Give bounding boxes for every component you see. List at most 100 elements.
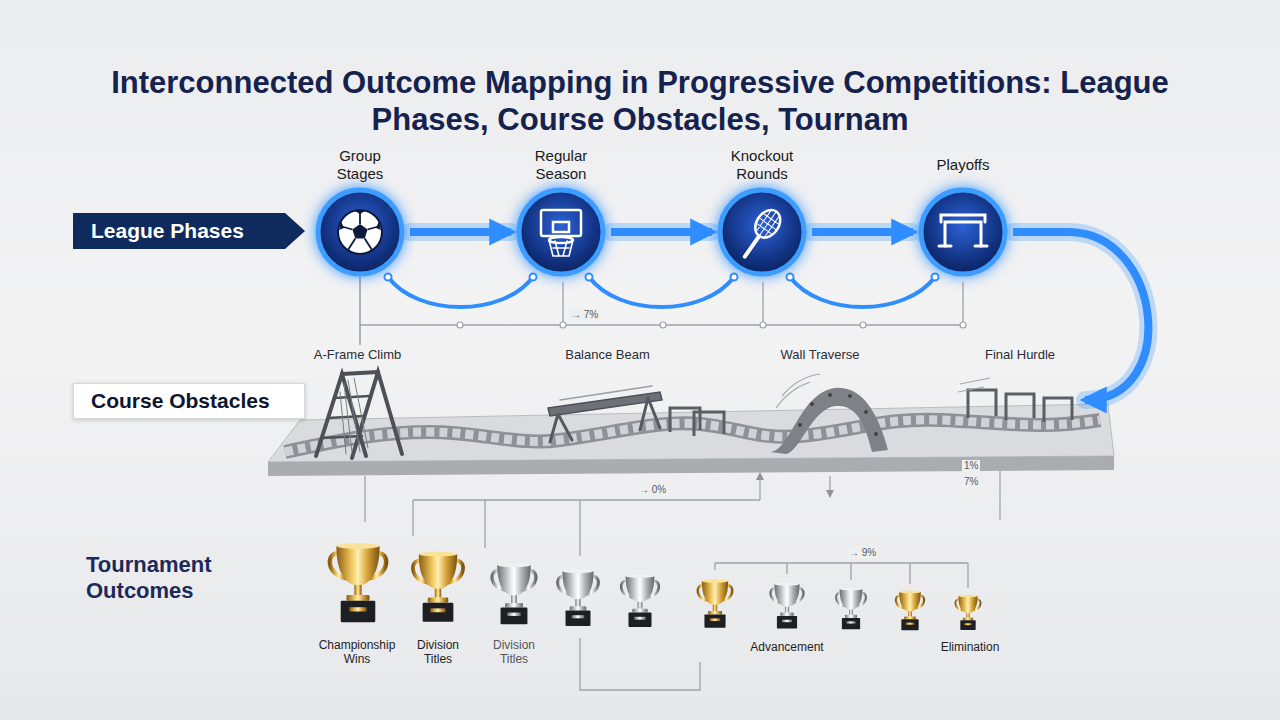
beam-leg (640, 398, 660, 430)
silver-trophy (771, 582, 804, 628)
trophy-label: Elimination (920, 640, 1020, 654)
phase-circle (516, 187, 606, 277)
phase-label: Regular Season (520, 147, 602, 183)
beam-leg (550, 414, 572, 442)
phase-tag: League Phases (73, 213, 305, 249)
leader-lines (360, 282, 1000, 690)
silver-trophy (558, 569, 599, 626)
flow-arrow (1013, 232, 1148, 400)
phase-circle (717, 187, 807, 277)
text-holder: League Phases (73, 213, 272, 249)
racket-icon (736, 205, 786, 263)
gate-feet (939, 245, 987, 248)
hurdle-illustration (670, 408, 724, 436)
phase-circle-shape (318, 190, 402, 274)
percent-note: → 0% (637, 484, 668, 496)
phase-circle (315, 187, 405, 277)
percent-note: 7% (962, 476, 980, 488)
tag-shape-fill (73, 213, 305, 249)
loop-connector (589, 277, 734, 307)
loop-connector (790, 277, 935, 307)
platform-edge (268, 456, 1114, 476)
hurdle (1006, 394, 1034, 420)
wall-hold (874, 432, 878, 436)
gold-trophy (896, 591, 924, 631)
section-box: Course Obstacles (73, 383, 305, 419)
basketball-icon (541, 210, 581, 256)
leader-dot (457, 322, 463, 328)
gold-trophy (698, 579, 732, 627)
hurdle (694, 412, 724, 436)
wall-hold (864, 410, 868, 414)
phase-node: Knockout Rounds (712, 142, 812, 277)
ball-patch (339, 211, 381, 230)
leader-line (962, 282, 963, 325)
ball-patch (352, 224, 367, 239)
leader-line (786, 563, 787, 574)
obstacle-node: Final Hurdle (955, 345, 1085, 420)
label-area: Group Stages (310, 142, 410, 187)
percent-note: → 9% (847, 547, 878, 559)
leader-line (850, 563, 851, 580)
leader-dot (560, 322, 566, 328)
leader-line (759, 478, 760, 500)
arrow-glow (410, 223, 511, 241)
arrow-glow (1013, 232, 1148, 400)
hurdle (968, 390, 996, 418)
section-label: Tournament Outcomes (86, 552, 256, 604)
anchor-dot (787, 274, 794, 281)
a-frame-illustration (316, 372, 402, 458)
obstacle-label: A-Frame Climb (295, 345, 420, 363)
motion-lines (958, 378, 990, 392)
obstacle-node: Wall Traverse (755, 345, 885, 450)
flow-arrow (812, 228, 913, 236)
trophies (330, 543, 981, 630)
beam-rail (560, 386, 652, 400)
flow-arrow (611, 228, 712, 236)
racket-head (750, 205, 785, 242)
phase-circle-shape (921, 190, 1005, 274)
anchor-dots (385, 274, 939, 281)
leader-line (413, 499, 760, 500)
leader-line (579, 500, 580, 556)
phase-label: Group Stages (319, 147, 401, 183)
a-frame-top (342, 372, 378, 374)
leader-line (364, 476, 365, 522)
label-area: Knockout Rounds (712, 142, 812, 187)
ball-seams (340, 211, 380, 250)
leader-connector (359, 277, 360, 345)
phase-circle (918, 187, 1008, 277)
obstacle-node: A-Frame Climb (295, 345, 420, 455)
leader-dots (457, 322, 966, 328)
leader-dot (960, 322, 966, 328)
arrow-glow (611, 223, 712, 241)
diagram-title: Interconnected Outcome Mapping in Progre… (90, 64, 1190, 138)
phase-label: Playoffs (922, 156, 1004, 174)
racket-strings (752, 207, 784, 241)
leader-head (826, 490, 834, 498)
leader-line (562, 282, 563, 325)
obstacle-label: Wall Traverse (755, 345, 885, 363)
anchor-dot (530, 274, 537, 281)
leader-head (756, 472, 764, 480)
backboard-square (553, 222, 569, 232)
leader-line (909, 563, 910, 584)
wall-hold (810, 402, 814, 406)
anchor-dot (385, 274, 392, 281)
trophy-label: Championship Wins (307, 638, 407, 666)
phase-node: Playoffs (913, 142, 1013, 277)
playoffs-icon (939, 215, 987, 246)
gold-trophy (413, 551, 463, 621)
box-shape-fill (74, 384, 305, 419)
silver-trophy (492, 563, 536, 625)
gold-trophy (955, 595, 980, 630)
racket-handle (745, 236, 759, 256)
phase-circle-shape (720, 190, 804, 274)
percent-note: → 7% (569, 309, 600, 321)
anchor-dot (731, 274, 738, 281)
leader-dot (760, 322, 766, 328)
trophy-label: Advancement (737, 640, 837, 654)
wall-hold (798, 423, 802, 427)
climbing-wall (770, 388, 888, 454)
